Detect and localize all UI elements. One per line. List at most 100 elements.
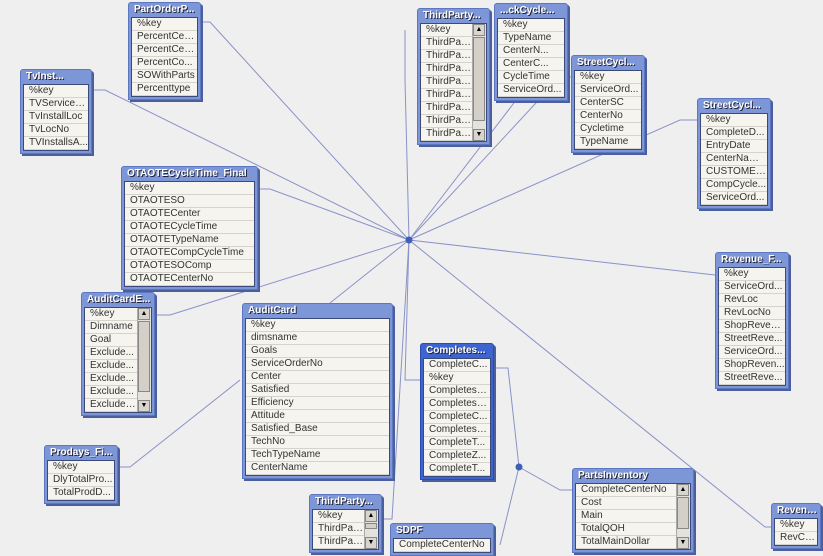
- field-row[interactable]: ServiceOrd...: [719, 346, 785, 359]
- field-row[interactable]: %key: [421, 24, 472, 37]
- scroll-up-arrow-icon[interactable]: ▲: [473, 24, 485, 36]
- field-row[interactable]: ServiceOrd...: [719, 281, 785, 294]
- scrollbar[interactable]: ▲▼: [676, 484, 690, 549]
- field-row[interactable]: %key: [701, 114, 767, 127]
- field-row[interactable]: CenterNames: [701, 153, 767, 166]
- table-title[interactable]: AuditCard: [248, 305, 297, 316]
- field-row[interactable]: CompleteD...: [701, 127, 767, 140]
- field-row[interactable]: OTAOTECenter: [125, 208, 254, 221]
- field-row[interactable]: CompleteC...: [424, 359, 490, 372]
- field-row[interactable]: TechNo: [246, 436, 389, 449]
- field-row[interactable]: RevComp...: [775, 532, 817, 545]
- field-row[interactable]: RevLocNo: [719, 307, 785, 320]
- field-row[interactable]: StreetReve...: [719, 372, 785, 385]
- field-row[interactable]: ThirdPar...: [421, 102, 472, 115]
- field-row[interactable]: Exclude...: [85, 347, 137, 360]
- field-row[interactable]: Percenttype: [132, 83, 197, 96]
- field-row[interactable]: OTAOTESO: [125, 195, 254, 208]
- table-title[interactable]: Revenue...: [777, 505, 818, 516]
- field-row[interactable]: CenterN...: [498, 45, 564, 58]
- field-row[interactable]: Center: [246, 371, 389, 384]
- field-row[interactable]: %key: [85, 308, 137, 321]
- table-title[interactable]: TvInst...: [26, 71, 64, 82]
- table-title[interactable]: ...ckCycle...: [500, 5, 555, 16]
- field-row[interactable]: TVServiceO...: [24, 98, 88, 111]
- field-row[interactable]: CompleteCenterNo: [576, 484, 676, 497]
- field-row[interactable]: %key: [575, 71, 641, 84]
- field-row[interactable]: OTAOTECycleTime: [125, 221, 254, 234]
- field-row[interactable]: %key: [132, 18, 197, 31]
- table-title[interactable]: ThirdParty...: [315, 496, 373, 507]
- table-title[interactable]: Completes...: [426, 345, 486, 356]
- field-row[interactable]: CUSTOMER...: [701, 166, 767, 179]
- field-row[interactable]: ThirdPar...: [421, 50, 472, 63]
- field-row[interactable]: %key: [424, 372, 490, 385]
- field-row[interactable]: ServiceOrd...: [575, 84, 641, 97]
- field-row[interactable]: CompleteC...: [424, 411, 490, 424]
- field-row[interactable]: %key: [498, 19, 564, 32]
- table-title[interactable]: PartOrderP...: [134, 4, 195, 15]
- field-row[interactable]: CompleteT...: [424, 463, 490, 476]
- field-row[interactable]: %key: [125, 182, 254, 195]
- field-row[interactable]: Main: [576, 510, 676, 523]
- scroll-thumb[interactable]: [473, 37, 485, 121]
- scrollbar[interactable]: ▲▼: [364, 510, 378, 549]
- scroll-thumb[interactable]: [365, 523, 377, 529]
- table-title[interactable]: ThirdParty...: [423, 10, 481, 21]
- field-row[interactable]: Goals: [246, 345, 389, 358]
- field-row[interactable]: Dimname: [85, 321, 137, 334]
- field-row[interactable]: Cost: [576, 497, 676, 510]
- field-row[interactable]: CompleteCenterNo: [394, 539, 490, 552]
- field-row[interactable]: StreetReve...: [719, 333, 785, 346]
- field-row[interactable]: OTAOTECenterNo: [125, 273, 254, 286]
- field-row[interactable]: CompletesC...: [424, 398, 490, 411]
- scroll-up-arrow-icon[interactable]: ▲: [677, 484, 689, 496]
- field-row[interactable]: ThirdPar...: [313, 523, 364, 536]
- field-row[interactable]: ThirdPar...: [421, 115, 472, 128]
- field-row[interactable]: CenterName: [246, 462, 389, 475]
- field-row[interactable]: PercentCen...: [132, 44, 197, 57]
- table-box[interactable]: SDPF CompleteCenterNo: [390, 523, 494, 556]
- scroll-down-arrow-icon[interactable]: ▼: [365, 537, 377, 549]
- field-row[interactable]: OTAOTETypeName: [125, 234, 254, 247]
- field-row[interactable]: Attitude: [246, 410, 389, 423]
- field-row[interactable]: TypeName: [498, 32, 564, 45]
- table-title[interactable]: AuditCardE...: [87, 294, 151, 305]
- scroll-up-arrow-icon[interactable]: ▲: [365, 510, 377, 522]
- field-row[interactable]: TvLocNo: [24, 124, 88, 137]
- field-row[interactable]: TVInstallsA...: [24, 137, 88, 150]
- field-row[interactable]: CompleteT...: [424, 437, 490, 450]
- scroll-down-arrow-icon[interactable]: ▼: [138, 400, 150, 412]
- field-row[interactable]: Exclude...: [85, 360, 137, 373]
- field-row[interactable]: Efficiency: [246, 397, 389, 410]
- table-title[interactable]: OTAOTECycleTime_Final: [127, 168, 247, 179]
- field-row[interactable]: ServiceOrd...: [498, 84, 564, 97]
- field-row[interactable]: TechTypeName: [246, 449, 389, 462]
- field-row[interactable]: CompleteZ...: [424, 450, 490, 463]
- field-row[interactable]: CompCycle...: [701, 179, 767, 192]
- field-row[interactable]: ServiceOrderNo: [246, 358, 389, 371]
- field-row[interactable]: CenterSC: [575, 97, 641, 110]
- field-row[interactable]: CenterC...: [498, 58, 564, 71]
- field-row[interactable]: ThirdPar...: [421, 63, 472, 76]
- field-row[interactable]: Goal: [85, 334, 137, 347]
- scrollbar[interactable]: ▲▼: [137, 308, 151, 412]
- field-row[interactable]: TotalProdD...: [48, 487, 114, 500]
- field-row[interactable]: EntryDate: [701, 140, 767, 153]
- scroll-thumb[interactable]: [677, 497, 689, 529]
- field-row[interactable]: ThirdPar...: [313, 536, 364, 549]
- table-box[interactable]: Revenue...%keyRevComp...: [771, 503, 821, 549]
- field-row[interactable]: ShopRevenue: [719, 320, 785, 333]
- field-row[interactable]: ThirdPar...: [421, 89, 472, 102]
- scroll-up-arrow-icon[interactable]: ▲: [138, 308, 150, 320]
- table-title[interactable]: SDPF: [396, 525, 423, 536]
- field-row[interactable]: %key: [246, 319, 389, 332]
